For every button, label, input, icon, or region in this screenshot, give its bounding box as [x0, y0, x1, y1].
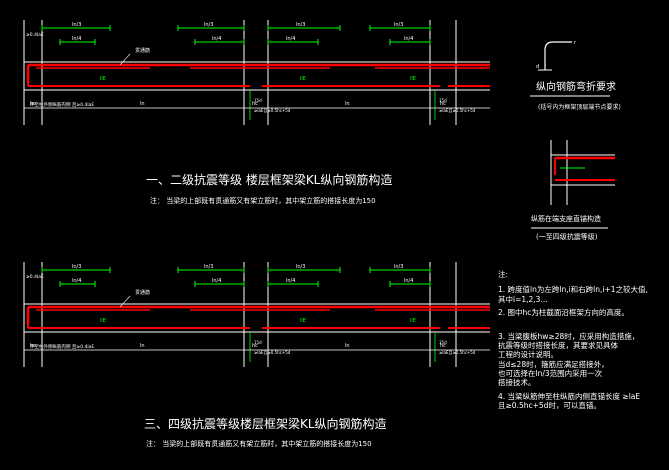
lap-length-label: llE — [410, 76, 416, 82]
dim-label-support-left: ≥0.4laE — [26, 274, 44, 280]
callout-label: 贯通筋 — [135, 47, 150, 54]
dim-label-hc: hc — [440, 343, 446, 349]
end-anchor-label: 伸至柱外侧纵筋内侧 且≥0.4laE — [30, 343, 94, 350]
notes-item-6: 当d≤28时，箍筋应满足搭接外， — [498, 359, 609, 369]
bend-detail-subtitle: (括号内为框架顶层端节点要求) — [538, 104, 621, 111]
support-detail-subtitle: (一至四级抗震等级) — [536, 233, 598, 241]
dim-label-hc: hc — [30, 101, 36, 107]
beam2-note: 注： 当梁的上部既有贯通筋又有架立筋时，其中架立筋的搭接长度为150 — [146, 440, 372, 448]
notes-item-7: 也可选择在ln/3范围内采用一次 — [498, 369, 603, 378]
beam-diagram-grade1-2: ln/3 ln/4 ln/3 ln/4 ln/3 ln/4 ln/3 ln/4 ≥0.4laE 贯… — [23, 20, 490, 125]
lap-length-label: llE — [100, 318, 106, 324]
bend-dim-r: r — [574, 40, 577, 46]
notes-heading: 注: — [498, 270, 509, 279]
beam2-title: 三、四级抗震等级楼层框架梁KL纵向钢筋构造 — [144, 417, 387, 431]
bend-15d-label: 15d — [439, 98, 447, 103]
beam1-note: 注： 当梁的上部既有贯通筋又有架立筋时，其中架立筋的搭接长度为150 — [150, 197, 376, 205]
dim-label-ln: ln — [140, 343, 145, 349]
dim-label-span-third: ln/3 — [394, 22, 403, 28]
notes-item-9: 4. 当梁纵筋伸至柱纵筋内侧直锚长度 ≥laE — [498, 391, 641, 401]
notes-item-5: 工程的设计说明。 — [498, 350, 558, 360]
callout-leader — [119, 295, 131, 308]
lap-length-label: llE — [410, 318, 416, 324]
bend-15d-label: 15d — [254, 340, 262, 345]
bend-dim-d: d — [536, 64, 539, 70]
dim-label-ln: ln — [345, 343, 350, 349]
dim-label-hc: hc — [252, 101, 258, 107]
dim-label-span-quarter: ln/4 — [286, 278, 295, 284]
end-anchor-label: 伸至柱外侧纵筋内侧 且≥0.4laE — [30, 101, 94, 108]
dim-label-span-quarter: ln/4 — [212, 278, 221, 284]
bend-15d-label: 15d — [254, 98, 262, 103]
lap-length-label: llE — [100, 76, 106, 82]
dim-label-span-quarter: ln/4 — [404, 278, 413, 284]
dim-label-span-quarter: ln/4 — [404, 36, 413, 42]
callout-leader — [119, 53, 131, 66]
bend-15d-label: 15d — [439, 340, 447, 345]
bend-rebar-path — [544, 41, 572, 70]
dim-label-ln: ln — [345, 101, 350, 107]
notes-item-2: 2. 图中hc为柱截面沿框架方向的高度。 — [498, 308, 629, 318]
dim-label-span-third: ln/3 — [72, 22, 81, 28]
anchor-check-label: ≥laE且≥0.5hc+5d — [439, 108, 476, 113]
dim-label-support-left: ≥0.4laE — [26, 32, 44, 38]
anchor-check-label: ≥laE且≥0.5hc+5d — [439, 350, 476, 355]
lap-length-label: llE — [300, 318, 306, 324]
beam1-title: 一、二级抗震等级 楼层框架梁KL纵向钢筋构造 — [146, 173, 393, 187]
notes-block: 注: 1. 跨度值ln为左跨ln,i和右跨ln,i+1之较大值, 其中i=1,2… — [498, 270, 648, 411]
notes-item-10: 且≥0.5hc+5d时，可以直锚。 — [498, 401, 601, 411]
lap-length-label: llE — [300, 76, 306, 82]
bend-detail-title: 纵向钢筋弯折要求 — [536, 82, 616, 93]
dim-label-hc: hc — [440, 101, 446, 107]
notes-item-3: 3. 当梁腹板hw≥28时，应采用构造措施， — [498, 331, 640, 341]
dim-label-hc: hc — [252, 343, 258, 349]
dim-label-span-third: ln/3 — [394, 264, 403, 270]
dim-label-ln: ln — [140, 101, 145, 107]
dim-label-hc: hc — [30, 343, 36, 349]
dim-label-span-quarter: ln/4 — [286, 36, 295, 42]
dim-label-span-third: ln/3 — [72, 264, 81, 270]
dim-label-span-third: ln/3 — [296, 264, 305, 270]
anchor-check-label: ≥laE且≥0.5hc+5d — [254, 108, 291, 113]
callout-label: 贯通筋 — [135, 289, 150, 296]
support-detail-title: 纵筋在端支座直锚构造 — [531, 215, 601, 223]
anchor-check-label: ≥laE且≥0.5hc+5d — [254, 350, 291, 355]
support-detail-diagram — [531, 140, 615, 229]
dim-label-span-third: ln/3 — [204, 22, 213, 28]
notes-item-1: 其中i=1,2,3... — [498, 294, 548, 304]
dim-label-span-quarter: ln/4 — [212, 36, 221, 42]
dim-label-span-quarter: ln/4 — [72, 278, 81, 284]
bend-detail-diagram: dr — [530, 40, 610, 97]
notes-item-0: 1. 跨度值ln为左跨ln,i和右跨ln,i+1之较大值, — [498, 285, 648, 295]
dim-label-span-third: ln/3 — [204, 264, 213, 270]
beam-diagram-grade3-4: ln/3 ln/4 ln/3 ln/4 ln/3 ln/4 ln/3 ln/4 ≥0.4laE 贯… — [23, 262, 490, 367]
dim-label-span-quarter: ln/4 — [72, 36, 81, 42]
notes-item-8: 搭接技术。 — [498, 378, 536, 388]
notes-item-4: 抗震等级时搭接长度，其要求见具体 — [498, 340, 618, 350]
dim-label-span-third: ln/3 — [296, 22, 305, 28]
